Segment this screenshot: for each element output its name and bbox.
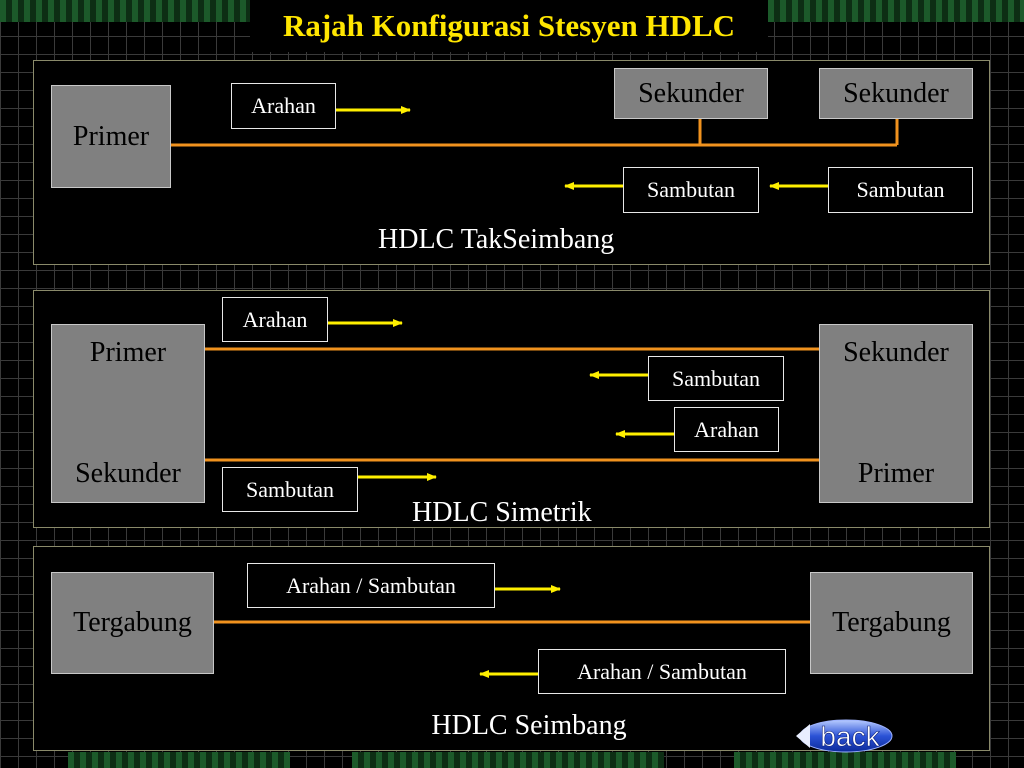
- combined-station-left: Primer Sekunder: [51, 324, 205, 503]
- bottom-decor-strip: [734, 752, 956, 768]
- command-response-label: Arahan / Sambutan: [538, 649, 786, 694]
- station-label: Primer: [857, 458, 935, 489]
- back-button[interactable]: back: [794, 716, 894, 756]
- response-label: Sambutan: [222, 467, 358, 512]
- secondary-station-b: Sekunder: [819, 68, 973, 119]
- page-title: Rajah Konfigurasi Stesyen HDLC: [250, 0, 768, 52]
- combined-station-left: Tergabung: [51, 572, 214, 674]
- command-label: Arahan: [222, 297, 328, 342]
- command-label: Arahan: [674, 407, 779, 452]
- station-label: Sekunder: [843, 337, 949, 368]
- command-label: Arahan: [231, 83, 336, 129]
- station-label: Primer: [72, 120, 150, 152]
- response-label: Sambutan: [623, 167, 759, 213]
- station-label: Tergabung: [73, 607, 192, 638]
- secondary-station-a: Sekunder: [614, 68, 768, 119]
- response-label: Sambutan: [828, 167, 973, 213]
- diagram-caption: HDLC Simetrik: [412, 497, 592, 528]
- response-label: Sambutan: [648, 356, 784, 401]
- station-label: Sekunder: [638, 77, 744, 109]
- bottom-decor-strip: [68, 752, 290, 768]
- station-label: Sekunder: [843, 77, 949, 109]
- back-arrow-icon: [796, 724, 810, 748]
- combined-station-right: Tergabung: [810, 572, 973, 674]
- command-response-label: Arahan / Sambutan: [247, 563, 495, 608]
- diagram-caption: HDLC TakSeimbang: [378, 224, 615, 255]
- station-label: Primer: [89, 337, 167, 368]
- back-label: back: [820, 721, 880, 752]
- station-label: Sekunder: [75, 458, 181, 489]
- primary-station: Primer: [51, 85, 171, 188]
- station-label: Tergabung: [832, 607, 951, 638]
- combined-station-right: Sekunder Primer: [819, 324, 973, 503]
- bottom-decor-strip: [352, 752, 664, 768]
- diagram-caption: HDLC Seimbang: [400, 710, 658, 750]
